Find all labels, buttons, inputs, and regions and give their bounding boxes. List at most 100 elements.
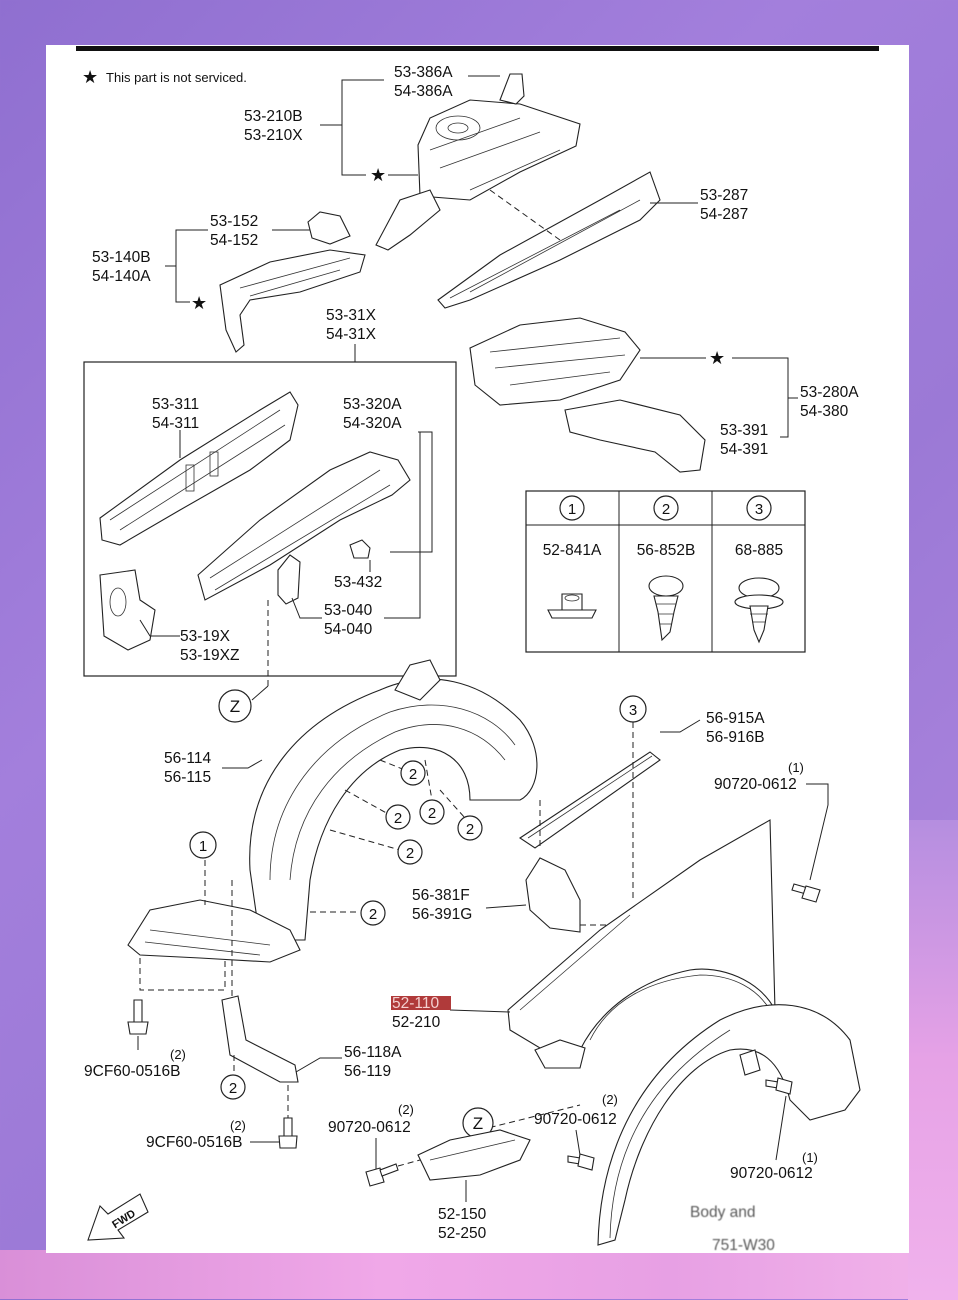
svg-text:1: 1 <box>568 501 576 518</box>
label-54-152: 54-152 <box>210 232 258 249</box>
label-9cf60-a: 9CF60-0516B <box>84 1063 181 1080</box>
label-52-210: 52-210 <box>392 1014 441 1031</box>
bolt-90720-d-icon <box>765 1077 793 1095</box>
label-54-380: 54-380 <box>800 403 849 420</box>
rail-53-287-part <box>437 171 661 309</box>
wheel-arch-molding-part <box>597 1004 861 1246</box>
highlight-box <box>391 996 451 1010</box>
star-icon: ★ <box>370 165 386 185</box>
background-pink-band <box>0 1250 958 1299</box>
fastener-3-number <box>746 495 772 521</box>
label-90720-d: 90720-0612 <box>730 1165 813 1182</box>
body-reference-text: Body and 751-W30 <box>690 1204 775 1254</box>
callout-z <box>218 689 252 723</box>
label-90720-qty-c: (2) <box>602 1092 618 1107</box>
svg-text:2: 2 <box>369 906 377 923</box>
label-53-287: 53-287 <box>700 187 748 204</box>
svg-text:2: 2 <box>466 821 474 838</box>
label-53-432: 53-432 <box>334 574 382 591</box>
rail-53-311-part <box>99 391 299 546</box>
svg-text:2: 2 <box>662 501 670 518</box>
forward-arrow-icon: FWD <box>87 1193 149 1241</box>
callout-2 <box>360 900 386 926</box>
callout-z-label: Z <box>230 697 240 716</box>
svg-text:3: 3 <box>629 702 637 719</box>
label-53-152: 53-152 <box>210 213 258 230</box>
rail-53-140-part <box>219 249 366 353</box>
label-54-386A: 54-386A <box>394 83 453 100</box>
label-56-118A: 56-118A <box>344 1044 402 1061</box>
rail-53-320-part <box>197 451 411 601</box>
fastener-2-number <box>653 495 679 521</box>
label-90720-c: 90720-0612 <box>534 1111 617 1128</box>
svg-text:Body and: Body and <box>690 1204 756 1221</box>
callout-2 <box>385 804 411 830</box>
label-56-916B: 56-916B <box>706 729 765 746</box>
bracket-53-040-part <box>277 554 301 605</box>
callout-2 <box>419 799 445 825</box>
fender-rail-56-915-part <box>519 751 661 849</box>
label-53-320A: 53-320A <box>343 396 402 413</box>
label-56-115: 56-115 <box>164 769 211 786</box>
label-54-311: 54-311 <box>152 415 199 432</box>
svg-text:2: 2 <box>409 766 417 783</box>
svg-text:2: 2 <box>428 805 436 822</box>
svg-text:751-W30: 751-W30 <box>712 1237 775 1254</box>
label-9cf60-qty-a: (2) <box>170 1047 186 1062</box>
label-53-280A: 53-280A <box>800 384 859 401</box>
label-56-119: 56-119 <box>344 1063 391 1080</box>
label-54-391: 54-391 <box>720 441 768 458</box>
bolt-90720-b-icon <box>365 1163 399 1187</box>
label-52-150: 52-150 <box>438 1206 487 1223</box>
label-54-040: 54-040 <box>324 621 373 638</box>
label-56-114: 56-114 <box>164 750 211 767</box>
bolt-9cf60-a-icon <box>127 999 149 1035</box>
bracket-53-386-part <box>499 73 525 105</box>
wheelhouse-liner-part <box>127 659 538 963</box>
bolt-9cf60-b-icon <box>278 1117 298 1149</box>
label-90720-qty-d: (1) <box>802 1150 818 1165</box>
label-53-31X: 53-31X <box>326 307 377 324</box>
callout-2 <box>457 815 483 841</box>
u-nut-icon <box>547 593 597 619</box>
fastener-1-part: 52-841A <box>543 542 602 559</box>
label-56-381F: 56-381F <box>412 887 470 904</box>
callout-2 <box>220 1074 246 1100</box>
svg-text:2: 2 <box>406 845 414 862</box>
bracket-53-19X-part <box>99 569 156 651</box>
clip-53-432-part <box>349 539 371 559</box>
label-9cf60-qty-b: (2) <box>230 1118 246 1133</box>
star-icon: ★ <box>191 293 207 313</box>
label-52-110: 52-110 <box>392 995 439 1012</box>
label-53-19XZ: 53-19XZ <box>180 647 239 664</box>
star-icon: ★ <box>709 348 725 368</box>
bracket-56-118-part <box>221 995 299 1083</box>
label-53-040: 53-040 <box>324 602 373 619</box>
svg-text:3: 3 <box>755 501 763 518</box>
bracket-53-391-part <box>564 399 706 473</box>
label-53-19X: 53-19X <box>180 628 231 645</box>
label-9cf60-b: 9CF60-0516B <box>146 1134 243 1151</box>
header-rule <box>76 46 879 51</box>
label-53-140B: 53-140B <box>92 249 151 266</box>
svg-text:2: 2 <box>229 1080 237 1097</box>
svg-text:1: 1 <box>199 838 207 855</box>
bolt-90720-a-icon <box>791 883 821 903</box>
star-icon: ★ <box>82 67 98 87</box>
label-90720-qty-b: (2) <box>398 1102 414 1117</box>
fastener-1-number <box>559 495 585 521</box>
callout-2 <box>397 839 423 865</box>
label-54-31X: 54-31X <box>326 326 377 343</box>
note-text: This part is not serviced. <box>106 70 247 85</box>
label-53-210B: 53-210B <box>244 108 303 125</box>
bracket-53-152-part <box>307 211 351 245</box>
seal-56-381-part <box>525 857 581 933</box>
apron-tower-part <box>375 99 581 251</box>
bracket-52-150-part <box>417 1129 531 1181</box>
label-90720-b: 90720-0612 <box>328 1119 411 1136</box>
label-53-386A: 53-386A <box>394 64 453 81</box>
subassembly-box <box>83 361 457 677</box>
callout-1 <box>189 831 217 859</box>
fastener-table: 1 2 3 52-841A 56-852B 68-885 <box>525 490 806 653</box>
fastener-2-part: 56-852B <box>637 542 696 559</box>
